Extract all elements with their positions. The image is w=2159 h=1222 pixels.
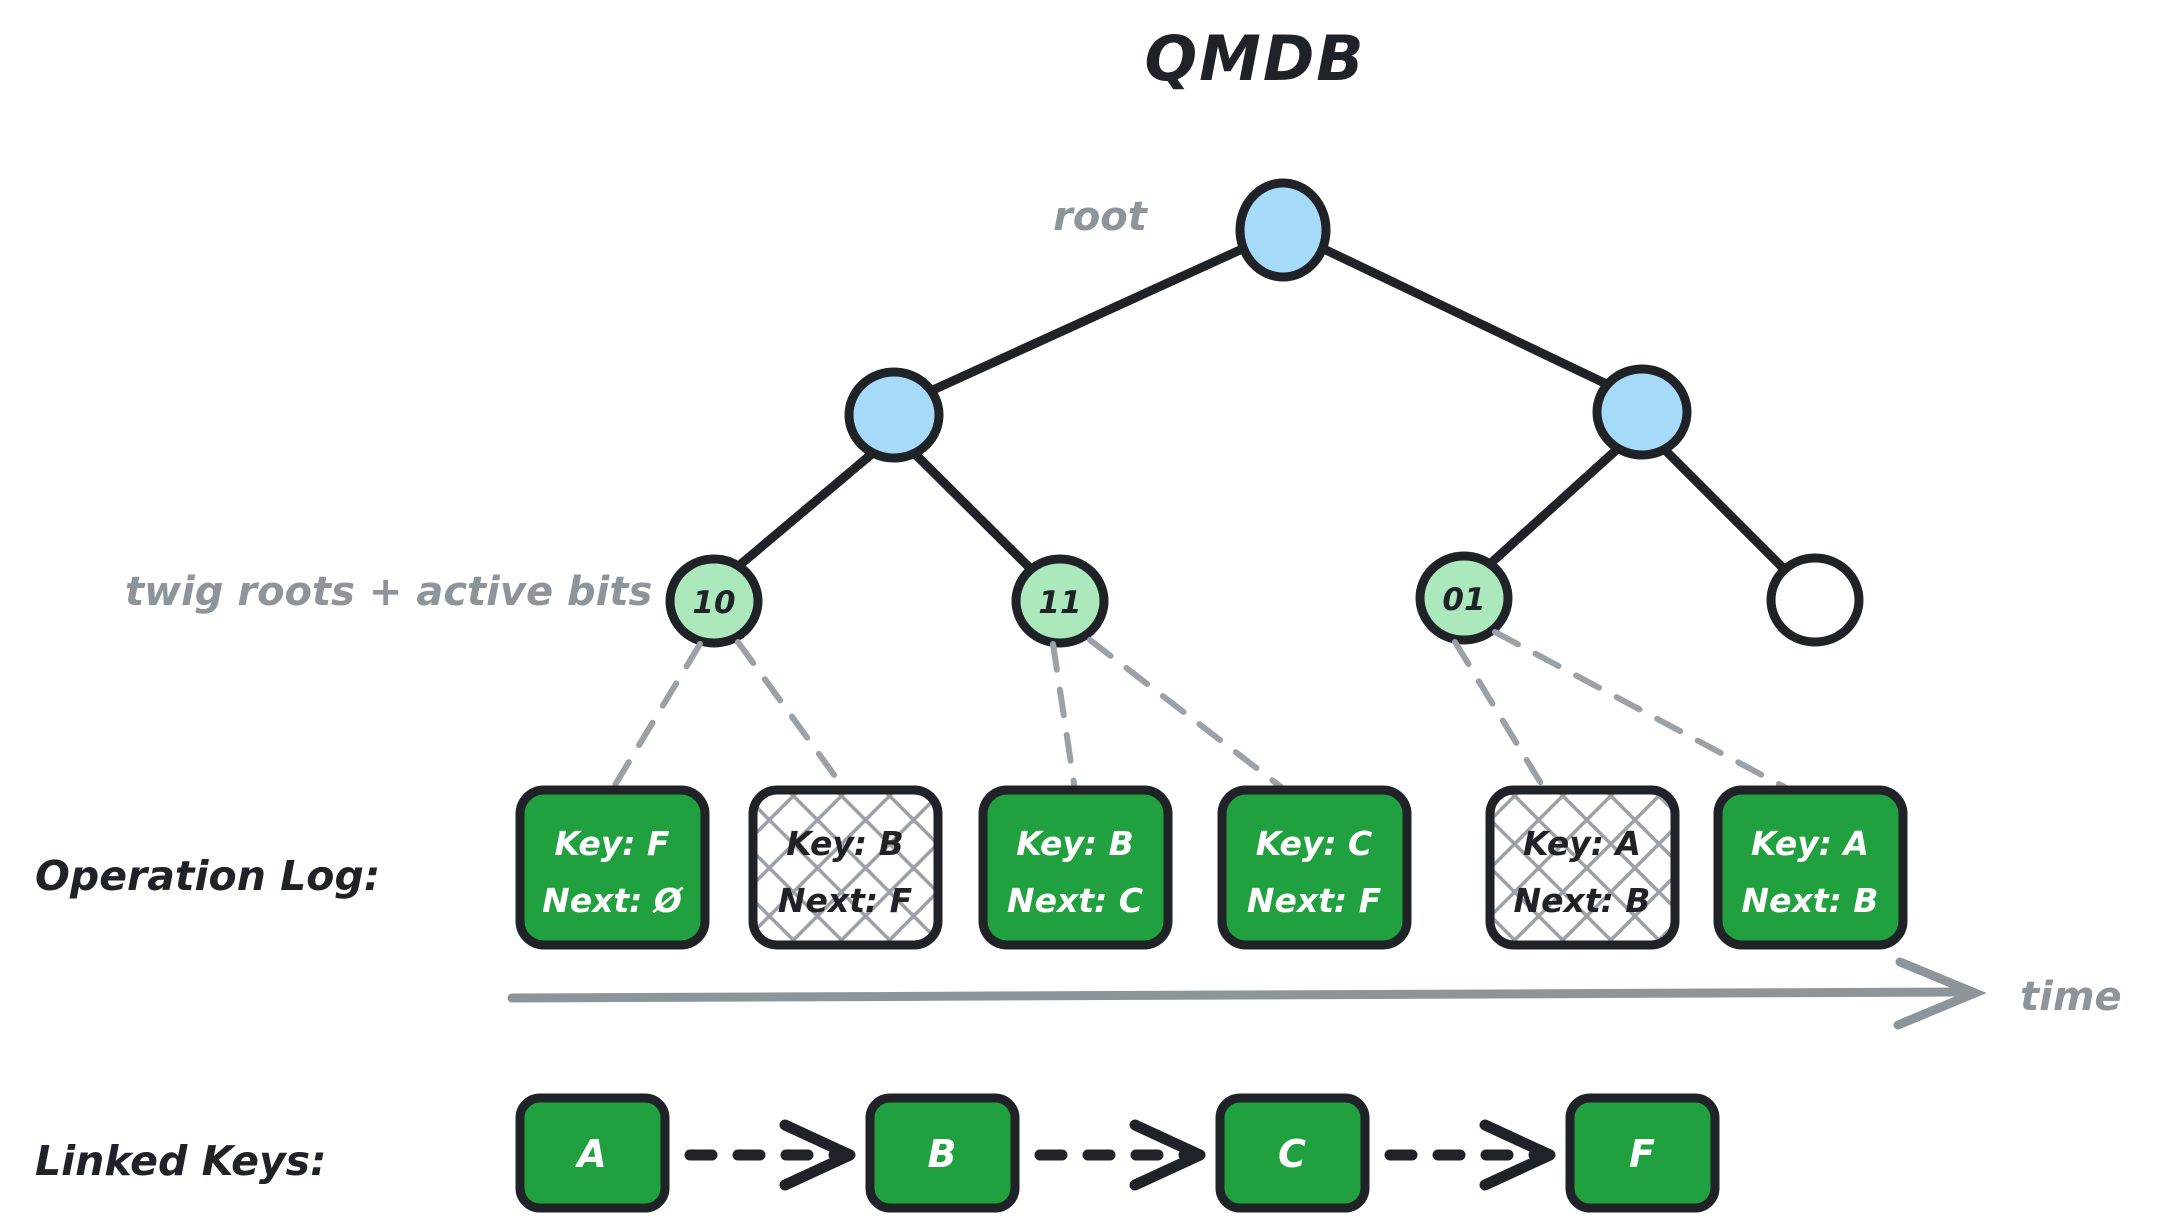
- linked-key-b-box[interactable]: [865, 1093, 1020, 1213]
- link-twig11-to-entry3: [1050, 641, 1078, 793]
- linked-keys-chain: A B C F: [515, 1093, 1720, 1213]
- linked-key-b-label: B: [928, 1132, 957, 1176]
- op-entry-4-next: Next: F: [1247, 881, 1382, 920]
- link-twig11-to-entry4: [1087, 637, 1288, 793]
- time-axis-line: [507, 987, 1970, 1003]
- node-root[interactable]: [1235, 178, 1331, 282]
- time-axis-group: time: [507, 957, 2122, 1030]
- linked-key-node[interactable]: B: [865, 1093, 1020, 1213]
- root-label: root: [1053, 194, 1149, 240]
- op-entry-1-box[interactable]: [515, 785, 710, 950]
- op-entry-1-next: Next: Ø: [542, 881, 684, 920]
- edge-left-to-twig11: [903, 442, 1055, 593]
- linked-key-a-box[interactable]: [515, 1093, 670, 1213]
- link-twig10-to-entry1: [609, 641, 703, 793]
- node-twig-11[interactable]: [1011, 554, 1109, 648]
- operation-log-label: Operation Log:: [35, 852, 380, 900]
- op-log-entry[interactable]: Key: F Next: Ø: [515, 785, 710, 950]
- linked-key-f-box[interactable]: [1565, 1093, 1720, 1213]
- edge-left-to-twig10: [711, 442, 885, 590]
- twig-roots-label: twig roots + active bits: [125, 569, 652, 615]
- linked-key-a-label: A: [574, 1132, 606, 1176]
- linked-key-c-label: C: [1278, 1132, 1306, 1176]
- linked-key-c-box[interactable]: [1215, 1093, 1370, 1213]
- op-entry-3-key: Key: B: [1016, 824, 1134, 863]
- node-internal-right[interactable]: [1592, 364, 1692, 460]
- linked-key-arrowhead-c-to-f: [1479, 1119, 1556, 1191]
- tree-edges: [711, 235, 1805, 593]
- operation-log-entries: Key: F Next: Ø Key: B Next: F Key: B Nex…: [515, 785, 1908, 950]
- op-entry-2-box[interactable]: [748, 785, 943, 950]
- op-log-entry[interactable]: Key: B Next: C: [978, 785, 1173, 950]
- node-twig-11-label: 11: [1038, 585, 1081, 621]
- op-entry-4-key: Key: C: [1256, 824, 1373, 863]
- op-entry-6-next: Next: B: [1742, 881, 1879, 920]
- linked-key-node[interactable]: C: [1215, 1093, 1370, 1213]
- op-entry-3-box[interactable]: [978, 785, 1173, 950]
- linked-keys-label: Linked Keys:: [35, 1137, 326, 1185]
- op-entry-2-next: Next: F: [778, 881, 913, 920]
- link-twig01-to-entry5: [1452, 639, 1548, 793]
- op-entry-4-box[interactable]: [1217, 785, 1412, 950]
- time-axis-arrowhead: [1893, 957, 1987, 1030]
- node-twig-01-label: 01: [1442, 582, 1485, 618]
- op-log-entry[interactable]: Key: B Next: F: [748, 785, 943, 950]
- linked-key-arrowhead-b-to-c: [1129, 1119, 1206, 1191]
- link-twig01-to-entry6: [1492, 629, 1793, 793]
- edge-right-to-twig01: [1465, 438, 1629, 587]
- tree-nodes: root twig roots + active bits 10 11 01: [125, 178, 1864, 648]
- link-twig10-to-entry2: [735, 639, 848, 793]
- op-entry-5-key: Key: A: [1523, 824, 1641, 863]
- edge-root-to-right: [1300, 235, 1645, 405]
- node-twig-10[interactable]: [665, 554, 763, 648]
- op-entry-6-box[interactable]: [1713, 785, 1908, 950]
- node-twig-empty[interactable]: [1766, 553, 1864, 647]
- op-entry-3-next: Next: C: [1007, 881, 1143, 920]
- op-log-entry[interactable]: Key: C Next: F: [1217, 785, 1412, 950]
- op-log-entry[interactable]: Key: A Next: B: [1713, 785, 1908, 950]
- op-entry-6-key: Key: A: [1751, 824, 1869, 863]
- node-twig-01[interactable]: [1415, 551, 1513, 645]
- node-twig-10-label: 10: [692, 585, 735, 621]
- twig-to-oplog-links: [609, 629, 1793, 793]
- linked-key-node[interactable]: A: [515, 1093, 670, 1213]
- edge-root-to-left: [895, 235, 1267, 410]
- op-entry-2-key: Key: B: [786, 824, 904, 863]
- op-log-entry[interactable]: Key: A Next: B: [1485, 785, 1680, 950]
- op-entry-5-next: Next: B: [1514, 881, 1651, 920]
- linked-key-node[interactable]: F: [1565, 1093, 1720, 1213]
- linked-key-f-label: F: [1629, 1132, 1655, 1176]
- linked-key-arrowhead-a-to-b: [779, 1119, 856, 1191]
- op-entry-1-key: Key: F: [555, 824, 670, 863]
- node-internal-left[interactable]: [844, 367, 944, 463]
- time-label: time: [2020, 974, 2122, 1020]
- edge-right-to-twig-empty: [1653, 438, 1805, 590]
- op-entry-5-box[interactable]: [1485, 785, 1680, 950]
- page-title: QMDB: [1144, 22, 1365, 95]
